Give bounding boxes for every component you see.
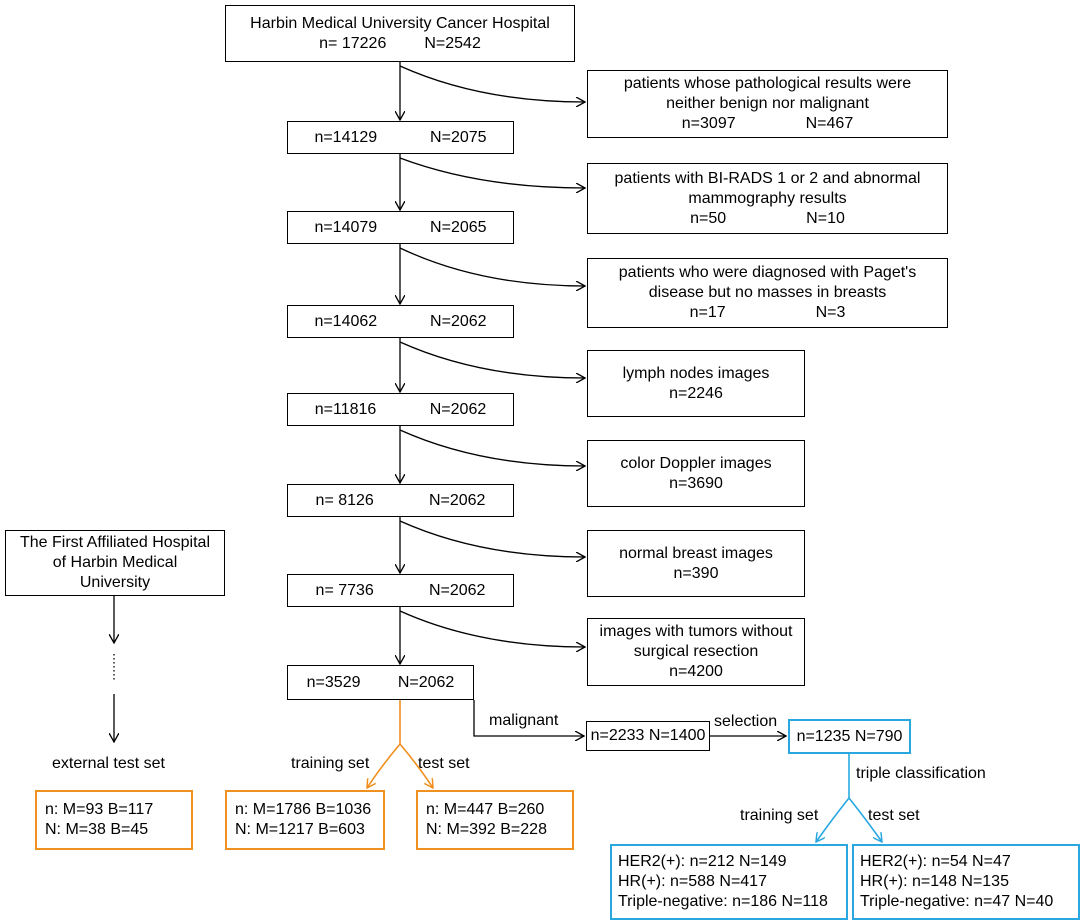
training-set-box: n: M=1786 B=1036 N: M=1217 B=603 bbox=[225, 790, 385, 850]
exclusion-count: n=390 bbox=[673, 564, 719, 582]
source-n: n= 17226 bbox=[319, 34, 387, 52]
test-class-arrow bbox=[848, 797, 882, 842]
exclusion-arrow bbox=[399, 247, 585, 286]
exclusion-n: n=17 bbox=[689, 304, 726, 321]
exclusion-n: n=3097 bbox=[681, 115, 736, 132]
exclusion-text: patients whose pathological results were bbox=[623, 75, 912, 92]
external-hospital-box: The First Affiliated Hospital of Harbin … bbox=[5, 530, 225, 596]
exclusion-arrow bbox=[399, 520, 585, 557]
step-box: n=14062 N=2062 bbox=[287, 305, 514, 338]
exclusion-text: mammography results bbox=[688, 189, 847, 207]
class-training-box: HER2(+): n=212 N=149 HR(+): n=588 N=417 … bbox=[610, 844, 848, 920]
class-training-label: training set bbox=[740, 807, 819, 824]
test-split-arrow bbox=[399, 743, 433, 788]
step-box: n= 7736 N=2062 bbox=[287, 574, 514, 607]
step-N: N=2062 bbox=[429, 400, 487, 418]
step-n: n=3529 bbox=[306, 673, 361, 691]
step-n: n=14062 bbox=[314, 312, 378, 330]
malignant-label: malignant bbox=[489, 712, 559, 729]
training-class-arrow bbox=[816, 797, 850, 842]
external-test-set-box: n: M=93 B=117 N: M=38 B=45 bbox=[35, 790, 193, 850]
exclusion-text: surgical resection bbox=[633, 643, 759, 660]
malignant-box-text: n=2233 N=1400 bbox=[590, 727, 706, 744]
exclusion-box: patients who were diagnosed with Paget's… bbox=[587, 258, 948, 328]
step-box: n= 8126 N=2062 bbox=[287, 484, 514, 517]
exclusion-text: lymph nodes images bbox=[622, 364, 770, 382]
exclusion-box: color Doppler images n=3690 bbox=[587, 440, 805, 507]
exclusion-text: normal breast images bbox=[619, 544, 773, 562]
class-training-line: Triple-negative: n=186 N=118 bbox=[618, 893, 828, 910]
exclusion-count: n=3690 bbox=[669, 474, 723, 492]
step-N: N=2062 bbox=[428, 581, 486, 599]
step-box: n=14079 N=2065 bbox=[287, 211, 514, 244]
step-N: N=2062 bbox=[397, 673, 455, 691]
step-box: n=14129 N=2075 bbox=[287, 121, 514, 154]
external-n-line: n: M=93 B=117 bbox=[45, 801, 154, 818]
source-hospital-title: Harbin Medical University Cancer Hospita… bbox=[250, 14, 550, 32]
source-hospital-box: Harbin Medical University Cancer Hospita… bbox=[225, 5, 575, 62]
external-hospital-line: of Harbin Medical bbox=[52, 554, 178, 571]
step-n: n=14079 bbox=[314, 218, 378, 236]
exclusion-N: N=3 bbox=[815, 304, 846, 321]
external-N-line: N: M=38 B=45 bbox=[45, 821, 149, 838]
exclusion-box: patients with BI-RADS 1 or 2 and abnorma… bbox=[587, 163, 948, 234]
step-n: n= 8126 bbox=[315, 491, 374, 509]
step-box: n=11816 N=2062 bbox=[287, 393, 514, 426]
malignant-arrow bbox=[473, 700, 584, 736]
exclusion-text: disease but no masses in breasts bbox=[648, 284, 887, 301]
step-n: n= 7736 bbox=[315, 581, 374, 599]
exclusion-text: color Doppler images bbox=[620, 454, 772, 472]
training-set-label: training set bbox=[291, 755, 370, 772]
step-N: N=2075 bbox=[430, 128, 487, 146]
external-test-set-label: external test set bbox=[52, 755, 165, 772]
exclusion-arrow bbox=[399, 65, 585, 102]
external-hospital-line: University bbox=[79, 574, 151, 591]
exclusion-arrow bbox=[399, 429, 585, 466]
step-N: N=2062 bbox=[428, 491, 486, 509]
triple-classification-label: triple classification bbox=[856, 765, 986, 782]
class-training-line: HER2(+): n=212 N=149 bbox=[618, 853, 787, 870]
class-test-box: HER2(+): n=54 N=47 HR(+): n=148 N=135 Tr… bbox=[852, 844, 1080, 920]
selection-box-text: n=1235 N=790 bbox=[796, 727, 903, 745]
selection-box: n=1235 N=790 bbox=[788, 719, 911, 754]
exclusion-count: n=2246 bbox=[669, 384, 723, 402]
class-test-label: test set bbox=[868, 807, 920, 824]
test-n-line: n: M=447 B=260 bbox=[426, 801, 545, 818]
exclusion-text: images with tumors without bbox=[599, 623, 793, 640]
malignant-box: n=2233 N=1400 bbox=[586, 721, 710, 751]
training-N-line: N: M=1217 B=603 bbox=[235, 821, 365, 838]
step-N: N=2062 bbox=[430, 312, 487, 330]
class-training-line: HR(+): n=588 N=417 bbox=[618, 873, 767, 890]
step-n: n=11816 bbox=[314, 400, 377, 418]
exclusion-box: lymph nodes images n=2246 bbox=[587, 350, 805, 417]
exclusion-N: N=10 bbox=[806, 209, 845, 227]
external-hospital-line: The First Affiliated Hospital bbox=[19, 534, 210, 551]
class-test-line: HER2(+): n=54 N=47 bbox=[860, 853, 1011, 870]
exclusion-count: n=4200 bbox=[669, 663, 723, 680]
exclusion-arrow bbox=[399, 157, 585, 188]
exclusion-n: n=50 bbox=[690, 209, 727, 227]
exclusion-arrow bbox=[399, 610, 585, 647]
exclusion-text: neither benign nor malignant bbox=[666, 95, 869, 112]
step-N: N=2065 bbox=[430, 218, 487, 236]
class-test-line: HR(+): n=148 N=135 bbox=[860, 873, 1009, 890]
test-N-line: N: M=392 B=228 bbox=[426, 821, 547, 838]
training-n-line: n: M=1786 B=1036 bbox=[235, 801, 372, 818]
class-test-line: Triple-negative: n=47 N=40 bbox=[860, 893, 1054, 910]
selection-label: selection bbox=[714, 713, 778, 730]
test-set-box: n: M=447 B=260 N: M=392 B=228 bbox=[416, 790, 574, 850]
step-n: n=14129 bbox=[314, 128, 378, 146]
step-box: n=3529 N=2062 bbox=[287, 665, 474, 700]
source-N: N=2542 bbox=[424, 34, 481, 52]
exclusion-box: images with tumors without surgical rese… bbox=[587, 618, 805, 686]
exclusion-N: N=467 bbox=[805, 115, 854, 132]
exclusion-text: patients who were diagnosed with Paget's bbox=[618, 264, 917, 281]
test-set-label: test set bbox=[418, 755, 470, 772]
training-split-arrow bbox=[367, 743, 401, 788]
exclusion-arrow bbox=[399, 341, 585, 378]
exclusion-box: patients whose pathological results were… bbox=[587, 70, 948, 138]
exclusion-text: patients with BI-RADS 1 or 2 and abnorma… bbox=[614, 169, 921, 187]
exclusion-box: normal breast images n=390 bbox=[587, 530, 805, 597]
